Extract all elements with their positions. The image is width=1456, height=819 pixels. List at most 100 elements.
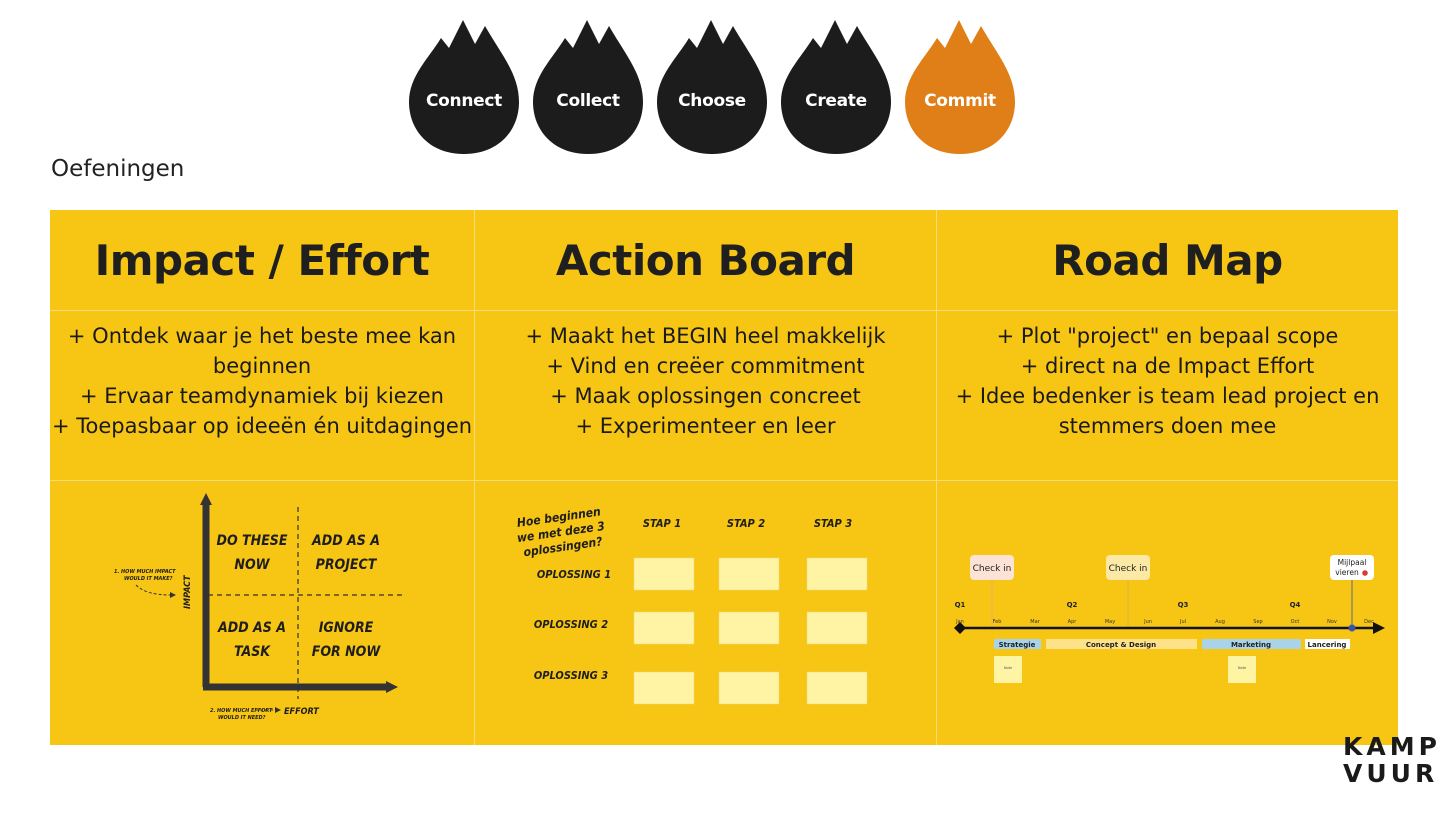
description-line: + Plot "project" en bepaal scope: [996, 324, 1339, 348]
phase-bar-strategie: [994, 639, 1041, 649]
phase-label-concept: Concept & Design: [1086, 641, 1156, 649]
phase-label-strategie: Strategie: [999, 641, 1036, 649]
callout-check-in-2: [1106, 555, 1150, 580]
description-line: + Maakt het BEGIN heel makkelijk: [525, 324, 886, 348]
y-note-arrowhead: [170, 592, 176, 598]
callout-milestone-line1: Mijlpaal: [1338, 558, 1367, 567]
description-line: + Vind en creëer commitment: [546, 354, 865, 378]
month-label: Jan: [955, 619, 964, 625]
phase-flame-collect: Collect: [529, 18, 647, 158]
phase-label: Connect: [426, 91, 502, 111]
x-axis-label: EFFORT: [284, 707, 320, 717]
flame-shape: [905, 20, 1015, 154]
month-label: Jun: [1143, 619, 1152, 625]
balloon-icon: [1362, 570, 1368, 576]
milestone-dot: [1348, 624, 1356, 632]
phase-label: Commit: [924, 91, 996, 111]
description-line: + direct na de Impact Effort: [1020, 354, 1315, 378]
phase-flame-connect: Connect: [405, 18, 523, 158]
column-title-road-map: Road Map: [937, 210, 1398, 310]
timeline-start-diamond: [954, 622, 966, 634]
phase-label: Choose: [678, 91, 746, 111]
flame-shape: [533, 20, 643, 154]
exercise-table: Impact / Effort Action Board Road Map + …: [50, 210, 1398, 745]
y-axis-note-line1: 1. HOW MUCH IMPACT: [114, 569, 176, 575]
solution-label-3: OPLOSSING 3: [534, 669, 608, 682]
sticky-note: [718, 611, 780, 645]
x-note-arrowhead: [275, 707, 281, 713]
quadrant-project-line2: PROJECT: [316, 557, 378, 573]
road-map-note-text: Note: [1238, 666, 1246, 670]
solution-label-1: OPLOSSING 1: [537, 568, 611, 581]
flame-body: [409, 20, 519, 154]
x-axis-arrow: [386, 681, 398, 693]
description-line: + Ontdek waar je het beste mee kan: [67, 324, 457, 348]
quadrant-do-now-line2: NOW: [234, 557, 270, 573]
impact-effort-matrix: DO THESE NOW ADD AS A PROJECT ADD AS A T…: [114, 493, 405, 721]
flame-body: [533, 20, 643, 154]
y-axis-note-line2: WOULD IT MAKE?: [124, 576, 173, 582]
phase-flames: Connect Collect Choose Create Commit: [405, 18, 1025, 158]
action-board-illustration: Hoe beginnen we met deze 3 oplossingen? …: [475, 481, 936, 745]
quadrant-task-line2: TASK: [234, 644, 271, 660]
action-board-grid: Hoe beginnen we met deze 3 oplossingen? …: [516, 504, 868, 705]
quarter-label-q4: Q4: [1290, 601, 1301, 609]
sticky-note: [718, 671, 780, 705]
quarter-label-q3: Q3: [1178, 601, 1189, 609]
phase-label: Collect: [556, 91, 620, 111]
y-note-arrow: [135, 584, 171, 596]
phase-flame-create: Create: [777, 18, 895, 158]
month-label: Apr: [1068, 619, 1078, 625]
y-axis-label: IMPACT: [183, 574, 193, 609]
phase-bar-concept: [1046, 639, 1197, 649]
quadrant-task-line1: ADD AS A: [217, 620, 286, 636]
callout-check-in-1-text: Check in: [973, 564, 1012, 574]
step-label-1: STAP 1: [643, 517, 681, 530]
sticky-note: [633, 611, 695, 645]
month-label: Mar: [1030, 619, 1040, 625]
month-label: Aug: [1215, 619, 1225, 625]
sticky-note: [806, 611, 868, 645]
quadrant-ignore-line2: FOR NOW: [312, 644, 382, 660]
quadrant-ignore-line1: IGNORE: [319, 620, 374, 636]
road-map-note: [994, 656, 1022, 683]
kampvuur-logo: KAMP VUUR: [1343, 733, 1437, 787]
step-label-3: STAP 3: [814, 517, 852, 530]
description-impact-effort: + Ontdek waar je het beste mee kan begin…: [50, 311, 474, 480]
flame-body: [657, 20, 767, 154]
phase-flame-commit: Commit: [901, 18, 1019, 158]
description-line: + Idee bedenker is team lead project en: [955, 384, 1380, 408]
quarter-label-q2: Q2: [1067, 601, 1078, 609]
callout-milestone-line2: vieren: [1335, 568, 1359, 577]
callout-check-in-2-text: Check in: [1109, 564, 1148, 574]
description-road-map: + Plot "project" en bepaal scope + direc…: [937, 311, 1398, 480]
road-map-timeline: Check in Check in Mijlpaal vieren Q1 Q2 …: [954, 555, 1385, 683]
flame-shape: [657, 20, 767, 154]
month-label: Sep: [1253, 619, 1262, 625]
phase-label-lancering: Lancering: [1308, 641, 1347, 649]
phase-bar-lancering: [1305, 639, 1350, 649]
phase-flame-choose: Choose: [653, 18, 771, 158]
sticky-note: [718, 557, 780, 591]
phase-label: Create: [805, 91, 867, 111]
month-label: Nov: [1327, 619, 1337, 625]
sticky-note: [806, 557, 868, 591]
sticky-note: [633, 557, 695, 591]
road-map-note: [1228, 656, 1256, 683]
quarter-label-q1: Q1: [955, 601, 966, 609]
road-map-note-text: Note: [1004, 666, 1012, 670]
road-map-illustration: Check in Check in Mijlpaal vieren Q1 Q2 …: [937, 481, 1398, 745]
description-line: + Toepasbaar op ideeën én uitdagingen: [51, 414, 473, 438]
impact-effort-illustration: DO THESE NOW ADD AS A PROJECT ADD AS A T…: [50, 481, 474, 745]
flame-shape: [781, 20, 891, 154]
description-line: + Ervaar teamdynamiek bij kiezen: [80, 384, 444, 408]
description-action-board: + Maakt het BEGIN heel makkelijk + Vind …: [475, 311, 936, 480]
description-line: + Experimenteer en leer: [575, 414, 836, 438]
sticky-notes: [633, 557, 868, 705]
phase-label-marketing: Marketing: [1231, 641, 1271, 649]
column-title-action-board: Action Board: [475, 210, 936, 310]
month-label: May: [1105, 619, 1115, 625]
solution-label-2: OPLOSSING 2: [534, 618, 608, 631]
step-label-2: STAP 2: [727, 517, 765, 530]
description-line: stemmers doen mee: [1058, 414, 1277, 438]
